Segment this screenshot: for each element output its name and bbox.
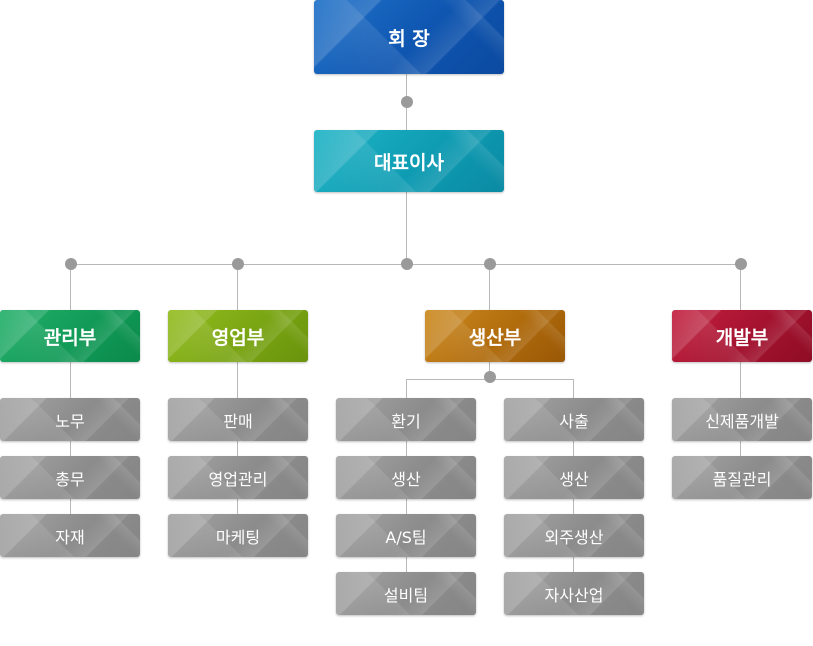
connector-to-sales <box>237 264 238 310</box>
connector-dot <box>735 258 747 270</box>
team-box: 신제품개발 <box>672 398 812 441</box>
team-label: 외주생산 <box>544 527 604 547</box>
connector-dot <box>401 258 413 270</box>
team-box: 생산 <box>336 456 476 499</box>
dept-development-label: 개발부 <box>715 326 769 349</box>
group-injection-box: 사출 <box>504 398 644 441</box>
team-label: 신제품개발 <box>705 411 779 431</box>
team-box: 설비팀 <box>336 572 476 615</box>
team-box: 총무 <box>0 456 140 499</box>
team-label: 총무 <box>55 469 85 489</box>
team-box: 자사산업 <box>504 572 644 615</box>
connector-to-development <box>740 264 741 310</box>
team-box: 노무 <box>0 398 140 441</box>
team-box: 판매 <box>168 398 308 441</box>
ceo-label: 대표이사 <box>374 151 444 174</box>
chairman-label: 회 장 <box>388 27 430 50</box>
team-box: 생산 <box>504 456 644 499</box>
ceo-box: 대표이사 <box>314 130 504 192</box>
dept-development-box: 개발부 <box>672 310 812 362</box>
connector-dot <box>232 258 244 270</box>
team-label: 노무 <box>55 411 85 431</box>
group-ventilation-box: 환기 <box>336 398 476 441</box>
dept-sales-label: 영업부 <box>211 326 265 349</box>
team-label: A/S팀 <box>385 527 427 547</box>
team-box: 자재 <box>0 514 140 557</box>
team-label: 설비팀 <box>383 585 429 605</box>
connector-dot <box>65 258 77 270</box>
connector-dot <box>401 96 413 108</box>
team-label: 생산 <box>559 469 589 489</box>
dept-sales-box: 영업부 <box>168 310 308 362</box>
connector-sales-teams <box>237 362 238 537</box>
team-label: 마케팅 <box>215 527 261 547</box>
group-ventilation-label: 환기 <box>391 411 421 431</box>
group-injection-label: 사출 <box>559 411 589 431</box>
connector-ceo-bus <box>406 192 407 264</box>
dept-admin-box: 관리부 <box>0 310 140 362</box>
connector-dot <box>484 371 496 383</box>
team-label: 판매 <box>223 411 253 431</box>
dept-production-label: 생산부 <box>468 326 522 349</box>
team-box: 품질관리 <box>672 456 812 499</box>
team-label: 자사산업 <box>544 585 604 605</box>
team-label: 생산 <box>391 469 421 489</box>
team-box: A/S팀 <box>336 514 476 557</box>
team-box: 외주생산 <box>504 514 644 557</box>
dept-production-box: 생산부 <box>425 310 565 362</box>
team-label: 영업관리 <box>208 469 268 489</box>
connector-admin-teams <box>70 362 71 537</box>
dept-admin-label: 관리부 <box>43 326 97 349</box>
team-label: 품질관리 <box>712 469 772 489</box>
connector-to-admin <box>70 264 71 310</box>
connector-to-production <box>489 264 490 310</box>
team-box: 마케팅 <box>168 514 308 557</box>
connector-dot <box>484 258 496 270</box>
chairman-box: 회 장 <box>314 0 504 74</box>
team-label: 자재 <box>55 527 85 547</box>
connector-production-down <box>489 362 490 379</box>
team-box: 영업관리 <box>168 456 308 499</box>
